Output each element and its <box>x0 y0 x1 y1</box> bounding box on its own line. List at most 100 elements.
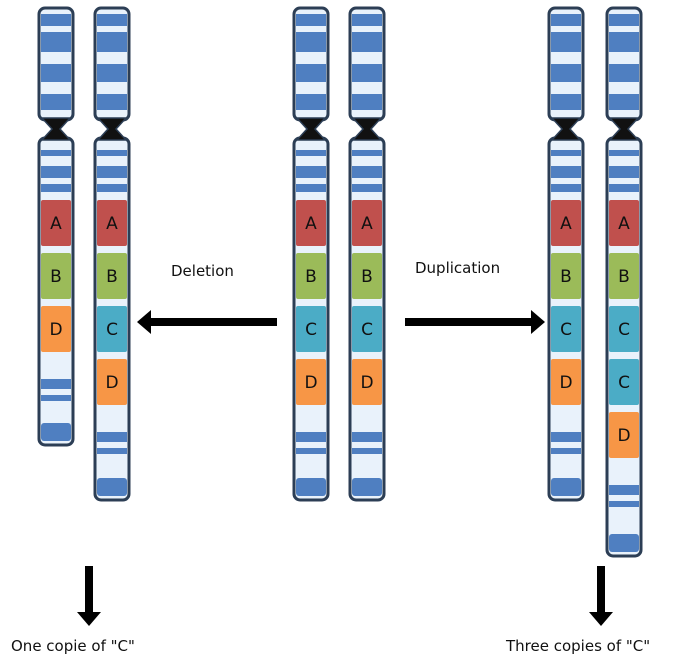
three-copies-label: Three copies of "C" <box>506 637 651 655</box>
chromosome-duplication-left: A B C D <box>547 6 585 502</box>
gene-b: B <box>551 253 581 299</box>
q-arm-band <box>609 166 639 178</box>
q-arm-band <box>609 184 639 192</box>
p-arm-band <box>97 32 127 52</box>
q-arm-band <box>551 166 581 178</box>
p-arm-band <box>551 94 581 110</box>
chromosome-deletion-left: AB D <box>37 6 75 447</box>
gene-label: D <box>49 320 62 340</box>
gene-block <box>97 253 127 299</box>
gene-block <box>352 200 382 246</box>
gene-a: A <box>41 200 71 246</box>
q-arm-band <box>551 150 581 156</box>
gene-label: C <box>560 320 572 340</box>
gene-label: A <box>361 214 373 234</box>
centromere <box>550 117 582 141</box>
gene-label: A <box>106 214 118 234</box>
p-arm-band <box>41 94 71 110</box>
p-arm-band <box>551 64 581 82</box>
p-arm-band <box>609 64 639 82</box>
q-arm-band <box>609 485 639 495</box>
arrow-head <box>589 612 613 626</box>
gene-block <box>97 306 127 352</box>
q-arm-band <box>97 184 127 192</box>
q-arm-band <box>41 395 71 401</box>
gene-c: C <box>296 306 326 352</box>
centromere <box>40 117 72 141</box>
gene-label: D <box>360 373 373 393</box>
gene-c: C <box>352 306 382 352</box>
centromere <box>96 117 128 141</box>
q-arm-band <box>296 478 326 496</box>
duplication-label: Duplication <box>415 259 501 277</box>
q-arm-band <box>352 448 382 454</box>
q-arm-band <box>609 534 639 552</box>
q-arm-band <box>97 478 127 496</box>
q-arm-band <box>609 150 639 156</box>
gene-block <box>551 200 581 246</box>
gene-a: A <box>296 200 326 246</box>
p-arm-band <box>41 32 71 52</box>
gene-b: B <box>97 253 127 299</box>
gene-label: C <box>618 320 630 340</box>
p-arm-band <box>352 14 382 26</box>
one-copy-label: One copie of "C" <box>11 637 135 655</box>
gene-block <box>609 200 639 246</box>
gene-d: D <box>352 359 382 405</box>
p-arm-band <box>41 14 71 26</box>
gene-label: B <box>106 267 118 287</box>
gene-d: D <box>609 412 639 458</box>
gene-b: B <box>609 253 639 299</box>
centromere <box>351 117 383 141</box>
q-arm-band <box>551 432 581 442</box>
gene-b: B <box>41 253 71 299</box>
gene-block <box>41 200 71 246</box>
arrow-head <box>137 310 151 334</box>
gene-block <box>352 359 382 405</box>
gene-block <box>352 253 382 299</box>
gene-block <box>551 359 581 405</box>
gene-label: C <box>106 320 118 340</box>
gene-block <box>97 359 127 405</box>
q-arm-band <box>41 150 71 156</box>
p-arm-band <box>609 32 639 52</box>
arrow-head <box>77 612 101 626</box>
gene-label: B <box>560 267 572 287</box>
q-arm-band <box>551 184 581 192</box>
gene-block <box>97 200 127 246</box>
three-copies-down-arrow <box>589 566 613 626</box>
gene-a: A <box>551 200 581 246</box>
deletion-label: Deletion <box>171 262 234 280</box>
centromere <box>295 117 327 141</box>
p-arm-band <box>296 64 326 82</box>
q-arm-band <box>97 432 127 442</box>
q-arm-band <box>296 184 326 192</box>
gene-label: D <box>617 426 630 446</box>
gene-label: B <box>618 267 630 287</box>
q-arm-band <box>97 150 127 156</box>
q-arm-band <box>97 448 127 454</box>
gene-label: D <box>559 373 572 393</box>
q-arm-band <box>352 432 382 442</box>
gene-label: D <box>105 373 118 393</box>
q-arm-band <box>41 166 71 178</box>
gene-d: D <box>296 359 326 405</box>
q-arm-band <box>296 150 326 156</box>
gene-block <box>296 359 326 405</box>
p-arm-band <box>296 32 326 52</box>
q-arm-band <box>41 423 71 441</box>
q-arm-band <box>41 379 71 389</box>
p-arm-band <box>352 32 382 52</box>
chromosome-normal-right: A BC D <box>348 6 386 502</box>
gene-label: C <box>305 320 317 340</box>
gene-block <box>41 306 71 352</box>
gene-label: B <box>361 267 373 287</box>
gene-block <box>352 306 382 352</box>
centromere <box>608 117 640 141</box>
gene-a: A <box>97 200 127 246</box>
p-arm-band <box>97 94 127 110</box>
q-arm-band <box>352 150 382 156</box>
